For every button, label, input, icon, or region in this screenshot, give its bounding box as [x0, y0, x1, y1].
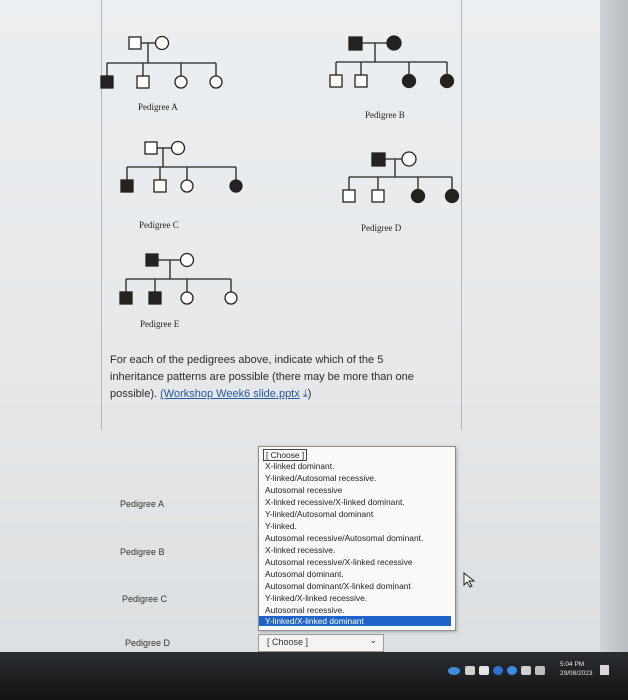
pedigree-c-label: Pedigree C — [139, 220, 179, 230]
dropdown-option[interactable]: Autosomal recessive/Autosomal dominant. — [265, 533, 424, 543]
link-suffix: ) — [307, 388, 312, 400]
row-label-c: Pedigree C — [122, 594, 168, 604]
mouse-cursor-icon — [463, 572, 476, 588]
dropdown-option[interactable]: X-linked dominant. — [265, 461, 335, 471]
taskbar-time[interactable]: 5:04 PM — [560, 661, 585, 668]
dropdown-option-selected[interactable]: Y-linked/X-linked dominant — [259, 616, 451, 626]
browser-icon[interactable] — [493, 666, 503, 675]
row-label-b: Pedigree B — [120, 547, 165, 557]
dropdown-option[interactable]: Autosomal dominant/X-linked dominant — [265, 581, 411, 591]
pedigree-a-label: Pedigree A — [138, 102, 178, 112]
pedigree-e-label: Pedigree E — [140, 319, 180, 329]
network-icon[interactable] — [479, 666, 489, 675]
pedigree-b-label: Pedigree B — [365, 110, 405, 120]
dropdown-option[interactable]: Y-linked. — [265, 521, 297, 531]
content-border-right — [461, 0, 462, 430]
volume-icon[interactable] — [535, 666, 545, 675]
dropdown-option[interactable]: Autosomal recessive. — [265, 605, 345, 615]
inheritance-dropdown-list[interactable]: [ Choose ] X-linked dominant. Y-linked/A… — [258, 446, 456, 631]
dropdown-option[interactable]: X-linked recessive. — [265, 545, 336, 555]
pedigree-diagrams — [100, 35, 460, 305]
page-right-edge — [600, 0, 628, 660]
display-icon[interactable] — [521, 666, 531, 675]
taskbar-date[interactable]: 29/08/2023 — [560, 670, 593, 677]
pedigree-d-label: Pedigree D — [361, 223, 402, 233]
notification-icon[interactable] — [600, 665, 609, 675]
dropdown-option[interactable]: Autosomal recessive/X-linked recessive — [265, 557, 413, 567]
dropdown-option[interactable]: Autosomal dominant. — [265, 569, 344, 579]
pedigree-d-diagram — [342, 151, 460, 204]
chevron-down-icon: ⌄ — [369, 635, 377, 645]
onedrive-cloud-icon[interactable] — [447, 664, 461, 676]
pedigree-d-select[interactable]: [ Choose ] ⌄ — [258, 634, 384, 652]
dropdown-option[interactable]: Autosomal recessive — [265, 485, 343, 495]
question-text: For each of the pedigrees above, indicat… — [110, 352, 440, 403]
slide-link[interactable]: (Workshop Week6 slide.pptx — [160, 388, 300, 400]
select-value: [ Choose ] — [267, 637, 309, 647]
pedigree-b-diagram — [329, 35, 455, 89]
dropdown-option[interactable]: Y-linked/X-linked recessive. — [265, 593, 368, 603]
pedigree-c-diagram — [120, 140, 243, 193]
dropdown-option[interactable]: X-linked recessive/X-linked dominant. — [265, 497, 405, 507]
content-border-left — [101, 0, 102, 430]
dropdown-option[interactable]: Y-linked/Autosomal dominant — [265, 509, 374, 519]
dropdown-option[interactable]: Y-linked/Autosomal recessive. — [265, 473, 377, 483]
pedigree-a-diagram — [100, 35, 223, 89]
pedigree-e-diagram — [119, 252, 238, 305]
app-icon[interactable] — [465, 666, 475, 675]
dropdown-option[interactable]: [ Choose ] — [263, 449, 308, 461]
status-icon[interactable] — [507, 666, 517, 675]
row-label-a: Pedigree A — [120, 499, 165, 509]
download-icon[interactable]: ⤓ — [302, 388, 308, 400]
question-body: For each of the pedigrees above, indicat… — [110, 354, 414, 400]
row-label-d: Pedigree D — [125, 638, 171, 648]
taskbar — [0, 652, 628, 700]
